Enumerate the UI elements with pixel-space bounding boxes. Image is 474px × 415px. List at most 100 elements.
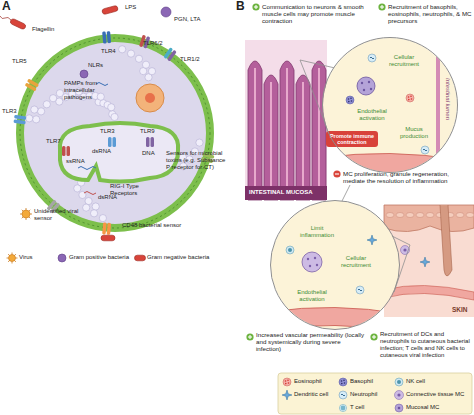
annotation-label: PAMPs from intracellular pathogens [64,80,116,101]
illustration-shape [252,3,259,10]
illustration-shape [403,248,406,251]
illustration-shape [255,5,256,9]
cell-icon [339,391,347,399]
circle-text: Cellular recruitment [383,54,425,67]
illustration-shape [408,99,410,101]
rna-strand [78,167,96,170]
illustration-shape [370,333,377,340]
granule [92,203,99,210]
cell-icon [368,54,376,62]
illustration-shape [410,95,412,97]
illustration-shape [67,146,71,156]
villus [312,61,326,200]
cell-icon [395,378,403,386]
receptor [13,115,26,125]
villus [280,61,294,200]
cell-icon [283,378,291,386]
illustration-shape [348,101,350,103]
legend-label: Eosinophil [294,378,322,385]
rna-strand [84,192,96,195]
annotation-label: Unidentified viral sensor [34,208,86,222]
receptor [163,47,176,61]
granule [33,116,40,123]
illustration-shape [423,149,427,151]
illustration-shape [246,333,253,340]
illustration-shape [341,394,345,396]
illustration-shape [368,54,376,62]
granule [196,139,203,146]
minus-marker [333,170,340,177]
illustration-shape [249,335,250,339]
illustration-shape [367,235,377,245]
granule [49,95,56,102]
gram-negative-icon [101,235,115,241]
villus-core [270,82,272,198]
granule [83,204,90,211]
illustration-shape [420,257,430,267]
illustration-shape [27,79,39,88]
illustration-shape [307,258,309,260]
illustration-shape [286,246,294,254]
epithelium [436,30,440,180]
zoom-circle-contents [268,235,402,332]
illustration-shape [314,257,316,259]
legend-label: Gram positive bacteria [69,254,129,261]
illustration-shape [361,82,363,84]
cell-icon [339,404,346,411]
cell-icon [406,94,414,102]
annotation-label: NLRs [88,62,103,69]
illustration-shape [339,391,347,399]
illustration-shape [113,137,117,147]
gram-positive-icon [161,7,171,17]
mucosa-base [245,186,327,200]
illustration-shape [358,289,362,291]
granule [127,50,134,57]
illustration-shape [282,390,292,400]
legend-box [278,373,472,414]
plus-marker [378,3,385,10]
granule [31,106,38,113]
mast-cell-illustration [0,5,215,241]
annotation-label: LPS [125,4,136,11]
receptor [102,222,111,235]
keratinocyte [406,213,414,218]
illustration-shape [370,88,372,90]
legend-label: Virus [19,254,33,261]
illustration-shape [107,223,112,235]
illustration-shape [14,115,26,120]
illustration-shape [102,222,107,234]
illustration-shape [285,380,287,382]
cell-icon [395,391,404,400]
illustration-shape [146,137,150,147]
cell-icon [346,96,354,104]
granule [140,68,147,75]
annotation-label: MC proliferation, granule regeneration, … [343,170,471,184]
illustration-shape [421,146,429,154]
annotation-label: TLR4 [101,48,116,55]
annotation-label: Promote immune contraction [328,133,376,145]
circle-text: Intestinal lumen [444,78,451,120]
villus-core [318,68,320,198]
illustration-shape [395,404,403,412]
illustration-shape [370,57,374,59]
circle-text: Endothelial activation [287,289,337,302]
annotation-label: TLR5 [12,58,27,65]
circle-text: Endothelial activation [349,108,395,121]
illustration-shape [344,382,346,384]
annotation-label: TLR6/2 [143,40,163,47]
gram-positive-icon [58,254,66,262]
illustration-shape [368,81,370,83]
epidermis [384,205,474,232]
villus [264,75,278,200]
illustration-shape [378,3,385,10]
illustration-shape [339,404,346,411]
granule [26,115,33,122]
annotation-label: DNA [142,150,155,157]
granule [74,185,81,192]
illustration-shape [151,137,155,147]
receptor [102,31,111,44]
receptor [62,146,70,156]
illustration-shape [398,407,401,410]
circle-text: Limit inflammation [295,225,339,238]
hair-follicle [440,205,452,276]
